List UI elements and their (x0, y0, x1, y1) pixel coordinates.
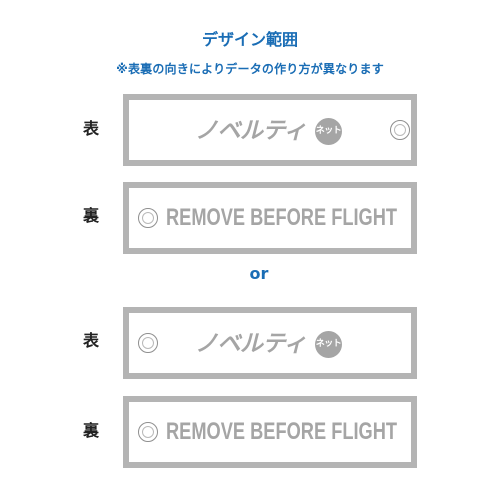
option-a-back-tag: REMOVE BEFORE FLIGHT (123, 182, 417, 254)
page-subtitle-note: ※表裏の向きによりデータの作り方が異なります (116, 62, 384, 76)
option-b-back-grommet-icon (138, 422, 158, 442)
option-b-front-net-badge-icon: ネット (315, 331, 342, 358)
option-a-front-brand-text: ノベルティ (195, 118, 307, 144)
option-b-back-tag: REMOVE BEFORE FLIGHT (123, 396, 417, 468)
option-b-front-brand-text: ノベルティ (195, 331, 307, 357)
option-b-front-label: 表 (82, 331, 99, 350)
option-b-back-label: 裏 (82, 421, 99, 440)
option-b-front-grommet-icon (138, 333, 158, 353)
option-a-back-remove-before-flight-text: REMOVE BEFORE FLIGHT (166, 204, 398, 231)
option-b-front-tag: ノベルティ ネット (123, 307, 417, 379)
or-separator: or (249, 264, 269, 283)
page-title: デザイン範囲 (201, 30, 298, 49)
option-a-front-grommet-icon (390, 120, 410, 140)
option-a-back-grommet-icon (138, 208, 158, 228)
option-a-front-net-badge-icon: ネット (315, 118, 342, 145)
option-b-back-remove-before-flight-text: REMOVE BEFORE FLIGHT (166, 418, 398, 445)
option-a-front-label: 表 (82, 119, 99, 138)
option-a-back-label: 裏 (82, 206, 99, 225)
option-a-front-tag: ノベルティ ネット (123, 94, 417, 166)
